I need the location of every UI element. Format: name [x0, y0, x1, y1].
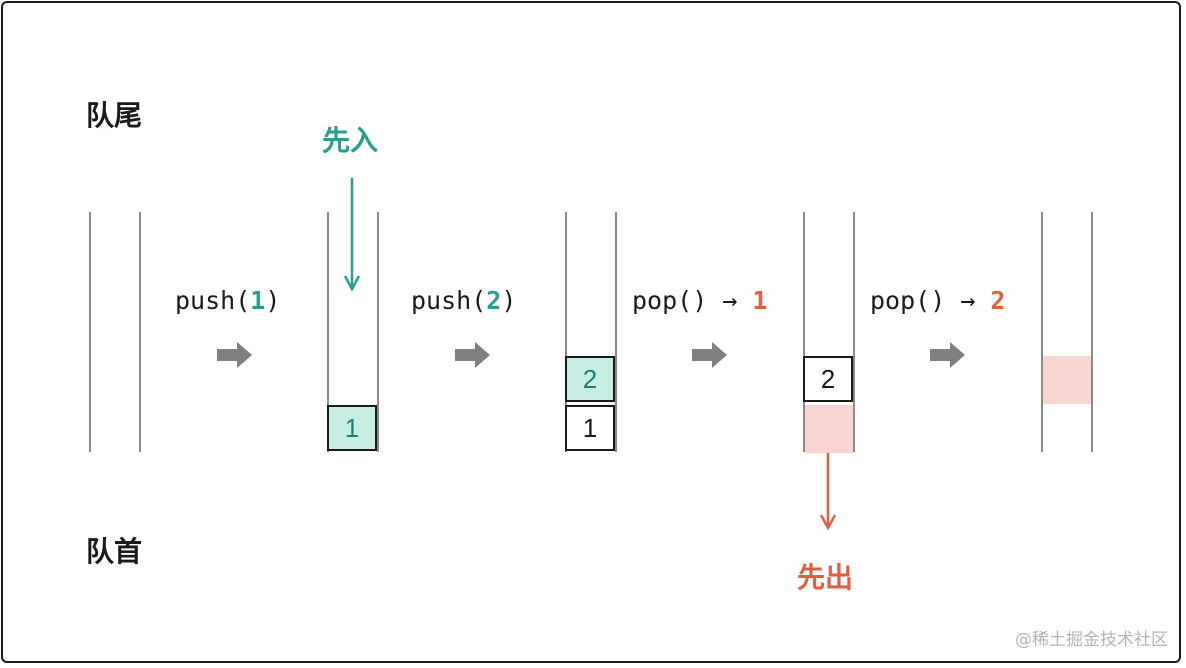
queue-wall-left: [803, 212, 805, 452]
first-in-arrow-icon: [343, 178, 361, 292]
queue-cell: 1: [327, 405, 377, 451]
operation-name: pop() →: [870, 286, 976, 315]
operation-name: pop() →: [632, 286, 738, 315]
first-out-arrow-icon: [819, 453, 837, 531]
operation-close: ): [501, 286, 517, 315]
watermark: @稀土掘金技术社区: [1015, 630, 1168, 650]
queue-tail-label: 队尾: [86, 99, 143, 132]
operation-push-2: push(2): [411, 286, 516, 315]
removed-slot: [804, 405, 853, 453]
operation-name: push(: [411, 286, 487, 315]
queue-wall-right: [377, 212, 379, 452]
operation-push-1: push(1): [175, 286, 280, 315]
removed-slot: [1042, 356, 1091, 404]
step-arrow-icon: [455, 342, 490, 368]
step-arrow-icon: [217, 342, 252, 368]
queue-cell: 2: [565, 356, 615, 402]
first-out-label: 先出: [797, 561, 854, 594]
step-arrows: [217, 342, 965, 368]
queue-wall-right: [853, 212, 855, 452]
operation-name: push(: [175, 286, 251, 315]
first-in-label: 先入: [322, 124, 379, 157]
queue-wall-left: [89, 212, 91, 452]
queue-wall-left: [1041, 212, 1043, 452]
queue-cell: 1: [565, 405, 615, 451]
step-arrow-icon: [930, 342, 965, 368]
queue-wall-left: [565, 212, 567, 452]
step-arrow-icon: [692, 342, 727, 368]
operation-pop-2: pop() → 2: [870, 286, 1005, 315]
queue-wall-left: [327, 212, 329, 452]
operation-close: ): [265, 286, 281, 315]
queue-wall-right: [615, 212, 617, 452]
queue-head-label: 队首: [86, 535, 143, 568]
queue-wall-right: [139, 212, 141, 452]
operation-arg: 2: [486, 286, 502, 315]
operation-result: 1: [752, 286, 768, 315]
operation-result: 2: [990, 286, 1006, 315]
operation-arg: 1: [250, 286, 266, 315]
operation-pop-1: pop() → 1: [632, 286, 767, 315]
queue-cell: 2: [803, 356, 853, 402]
queue-wall-right: [1091, 212, 1093, 452]
